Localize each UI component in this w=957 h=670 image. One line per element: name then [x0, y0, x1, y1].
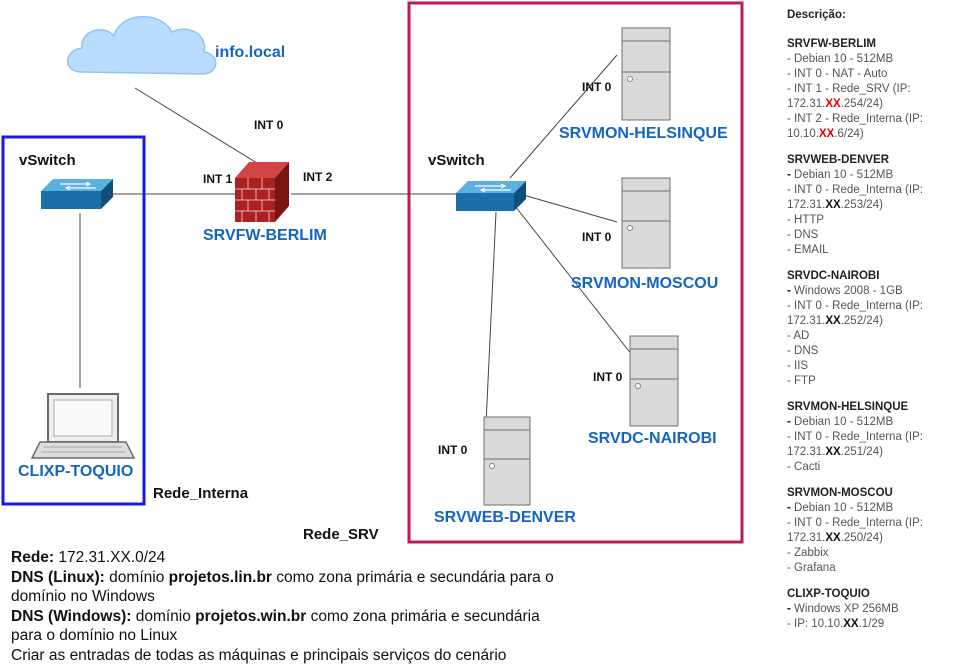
rede-srv-box — [407, 1, 744, 544]
denver-int-label: INT 0 — [438, 443, 468, 457]
links — [79, 54, 633, 425]
host-name: SRVMON-HELSINQUE — [787, 401, 909, 413]
host-line: - AD — [787, 330, 810, 342]
host-line: - Windows 2008 - 1GB — [787, 285, 903, 297]
server-icon — [621, 177, 671, 269]
description-panel: Descrição: SRVFW-BERLIM - Debian 10 - 51… — [787, 8, 952, 632]
host-line: - DNS — [787, 345, 819, 357]
host-line: - INT 2 - Rede_Interna (IP: 10.10.XX.6/2… — [787, 113, 923, 140]
host-block: SRVFW-BERLIM - Debian 10 - 512MB - INT 0… — [787, 37, 952, 142]
host-line: - INT 0 - Rede_Interna (IP: 172.31.XX.25… — [787, 431, 923, 458]
host-block: SRVDC-NAIROBI - Windows 2008 - 1GB - INT… — [787, 269, 952, 389]
note-rede: Rede: 172.31.XX.0/24 — [11, 549, 166, 566]
nairobi-int-label: INT 0 — [593, 370, 623, 384]
host-line: - Grafana — [787, 562, 836, 574]
cloud-label: info.local — [215, 44, 286, 61]
host-line: - Zabbix — [787, 547, 829, 559]
host-name: SRVDC-NAIROBI — [787, 270, 880, 282]
firewall-int0-label: INT 0 — [254, 118, 284, 132]
host-block: SRVMON-MOSCOU - Debian 10 - 512MB - INT … — [787, 486, 952, 576]
firewall-name: SRVFW-BERLIM — [203, 227, 327, 244]
host-name: SRVMON-MOSCOU — [787, 487, 893, 499]
helsinque-int-label: INT 0 — [582, 80, 612, 94]
server-icon — [621, 27, 671, 121]
moscou-int-label: INT 0 — [582, 230, 612, 244]
firewall-int2-label: INT 2 — [303, 170, 333, 184]
helsinque-name: SRVMON-HELSINQUE — [559, 125, 728, 142]
link-switch-denver — [485, 211, 497, 425]
notes-section: Rede: 172.31.XX.0/24 DNS (Linux): domíni… — [11, 548, 571, 665]
host-line: - INT 0 - NAT - Auto — [787, 68, 888, 80]
laptop-icon — [30, 393, 136, 459]
host-name: SRVWEB-DENVER — [787, 154, 890, 166]
host-block: CLIXP-TOQUIO - Windows XP 256MB - IP: 10… — [787, 587, 952, 632]
note-dns-windows: DNS (Windows): domínio projetos.win.br c… — [11, 607, 540, 645]
moscou-name: SRVMON-MOSCOU — [571, 275, 719, 292]
link-switch-moscou — [519, 193, 618, 223]
switch-icon — [41, 179, 113, 209]
host-line: - EMAIL — [787, 244, 829, 256]
link-cloud-firewall — [134, 87, 266, 169]
host-line: - INT 1 - Rede_SRV (IP: 172.31.XX.254/24… — [787, 83, 911, 110]
switch-icon — [456, 181, 526, 211]
host-line: - INT 0 - Rede_Interna (IP: 172.31.XX.25… — [787, 517, 923, 544]
nairobi-name: SRVDC-NAIROBI — [588, 430, 717, 447]
host-name: CLIXP-TOQUIO — [787, 588, 870, 600]
host-line: - IP: 10.10.XX.1/29 — [787, 618, 885, 630]
host-line: - HTTP — [787, 214, 825, 226]
server-icon — [483, 416, 531, 506]
rede-interna-label: Rede_Interna — [153, 485, 249, 502]
host-line: - Windows XP 256MB — [787, 603, 899, 615]
note-dns-linux: DNS (Linux): domínio projetos.lin.br com… — [11, 568, 554, 606]
host-line: - INT 0 - Rede_Interna (IP: 172.31.XX.25… — [787, 184, 923, 211]
description-title: Descrição: — [787, 9, 846, 21]
rede-interna-box — [1, 135, 146, 506]
toquio-name: CLIXP-TOQUIO — [18, 463, 134, 480]
host-line: - Debian 10 - 512MB — [787, 53, 894, 65]
host-line: - INT 0 - Rede_Interna (IP: 172.31.XX.25… — [787, 300, 923, 327]
host-block: SRVWEB-DENVER - Debian 10 - 512MB - INT … — [787, 153, 952, 258]
host-line: - DNS — [787, 229, 819, 241]
host-line: - Debian 10 - 512MB — [787, 416, 894, 428]
vswitch-left-label: vSwitch — [19, 152, 76, 169]
server-icon — [629, 335, 679, 427]
host-block: SRVMON-HELSINQUE - Debian 10 - 512MB - I… — [787, 400, 952, 475]
note-entries: Criar as entradas de todas as máquinas e… — [11, 646, 507, 664]
vswitch-right-label: vSwitch — [428, 152, 485, 169]
host-line: - Debian 10 - 512MB — [787, 169, 894, 181]
firewall-icon — [235, 162, 289, 222]
denver-name: SRVWEB-DENVER — [434, 509, 576, 526]
firewall-int1-label: INT 1 — [203, 172, 233, 186]
rede-srv-label: Rede_SRV — [303, 526, 379, 543]
host-line: - FTP — [787, 375, 816, 387]
link-switch-nairobi — [514, 205, 633, 356]
host-name: SRVFW-BERLIM — [787, 38, 876, 50]
cloud-icon — [67, 16, 217, 75]
link-switch-helsinque — [509, 54, 618, 179]
host-line: - IIS — [787, 360, 809, 372]
host-line: - Cacti — [787, 461, 821, 473]
host-line: - Debian 10 - 512MB — [787, 502, 894, 514]
